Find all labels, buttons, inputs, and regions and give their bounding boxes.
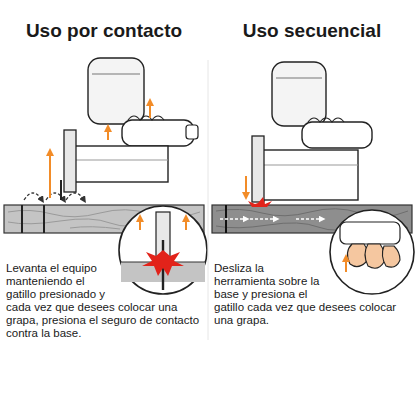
section-heading: Uso secuencial (214, 20, 410, 42)
drawing-line (220, 218, 246, 220)
drawing-rect (122, 120, 194, 146)
contact-mode-illustration (4, 58, 207, 294)
drawing-rect (186, 125, 198, 139)
drawing-path (24, 193, 42, 200)
drawing-rect (262, 150, 358, 200)
drawing-rect (64, 130, 76, 192)
drawing-rect (340, 222, 400, 244)
instruction-text: Levanta el equipo manteniendo el gatillo… (6, 262, 204, 340)
drawing-rect (88, 58, 144, 124)
drawing-line (345, 258, 347, 272)
drawing-rect (72, 146, 168, 182)
wrap-spacer (114, 262, 204, 300)
drawing-path (70, 227, 120, 229)
drawing-circle (330, 210, 414, 294)
drawing-line (49, 152, 51, 198)
drawing-line (296, 218, 322, 220)
drawing-line (21, 205, 23, 233)
drawing-line (139, 218, 141, 230)
drawing-path (66, 193, 84, 200)
drawing-line (107, 128, 109, 140)
drawing-rect (252, 136, 264, 202)
drawing-rect (302, 122, 372, 148)
panel-divider (208, 60, 209, 340)
drawing-line (185, 218, 187, 230)
drawing-path (142, 250, 184, 276)
section-heading: Uso por contacto (6, 20, 202, 42)
drawing-line (276, 78, 322, 79)
drawing-line (262, 165, 358, 166)
drawing-path (128, 116, 164, 120)
drawing-line (43, 205, 45, 233)
drawing-path (308, 118, 344, 122)
section-heading: Uso por contacto (26, 20, 182, 41)
section-heading: Uso secuencial (243, 20, 381, 41)
drawing-line (250, 218, 276, 220)
drawing-line (60, 180, 62, 200)
drawing-path (248, 197, 272, 207)
drawing-circle (119, 206, 207, 294)
drawing-rect (272, 62, 326, 126)
instruction-text: Levanta el equipo manteniendo el gatillo… (6, 262, 199, 339)
drawing-path (365, 244, 385, 268)
instruction-text: Desliza la herramienta sobre la base y p… (214, 262, 396, 326)
drawing-path (382, 246, 400, 267)
drawing-line (72, 160, 168, 161)
drawing-line (92, 74, 140, 75)
instruction-text: Desliza la herramienta sobre la base y p… (214, 262, 410, 327)
wrap-spacer (324, 262, 410, 300)
sequential-mode-illustration (212, 62, 414, 294)
drawing-line (149, 102, 151, 118)
drawing-line (245, 176, 247, 196)
